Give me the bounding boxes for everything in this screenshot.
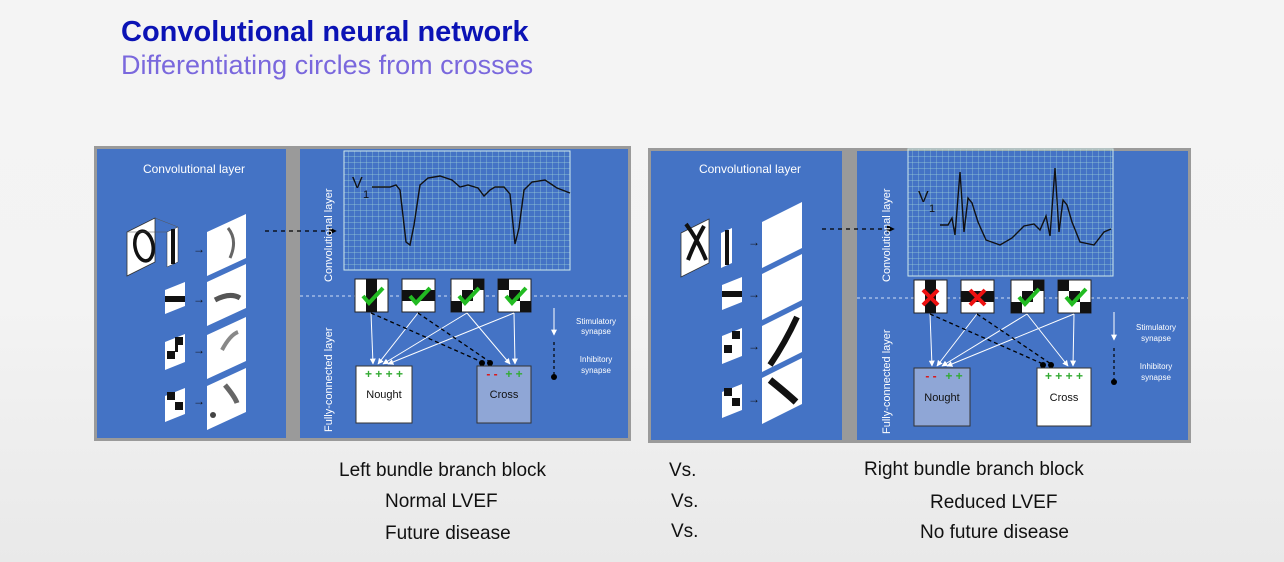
svg-text:+ + + +: + + + + (1045, 369, 1083, 383)
right-result-1 (913, 279, 948, 314)
left-output-nought (355, 365, 413, 424)
left-input-image (126, 217, 179, 277)
slide-subtitle: Differentiating circles from crosses (121, 50, 534, 80)
svg-text:Inhibitory: Inhibitory (580, 355, 612, 364)
left-conv-axis-label: Convolutional layer (323, 188, 335, 282)
svg-text:- -: - - (925, 369, 936, 383)
svg-text:+ +: + + (945, 369, 962, 383)
comparison-vs-2: Vs. (671, 491, 699, 512)
right-result-3 (1010, 279, 1045, 314)
svg-text:V: V (352, 175, 363, 192)
right-result-4 (1057, 279, 1092, 314)
svg-text:→: → (193, 242, 205, 256)
right-result-2 (960, 279, 995, 314)
left-filter-diag2 (165, 388, 185, 422)
comparison-left-3: Future disease (385, 523, 511, 544)
svg-text:Stimulatory: Stimulatory (576, 317, 616, 326)
right-conv-box (651, 151, 842, 440)
svg-text:Cross: Cross (1050, 392, 1079, 404)
svg-text:- -: - - (486, 367, 497, 381)
right-conv-label: Convolutional layer (699, 162, 801, 176)
left-conv-box (97, 149, 286, 438)
comparison-vs-3: Vs. (671, 521, 699, 542)
left-result-3 (450, 278, 485, 313)
svg-text:Inhibitory: Inhibitory (1140, 362, 1172, 371)
left-result-1 (354, 278, 389, 313)
svg-text:synapse: synapse (581, 327, 611, 336)
right-input-image (680, 218, 732, 278)
left-conv-label: Convolutional layer (143, 162, 245, 176)
comparison-left-1: Left bundle branch block (339, 460, 547, 481)
svg-text:+ + + +: + + + + (365, 367, 403, 381)
left-ecg-strip (343, 150, 571, 271)
right-feature-maps (762, 202, 802, 424)
comparison-left-2: Normal LVEF (385, 491, 498, 512)
svg-text:Cross: Cross (490, 389, 519, 401)
svg-text:→: → (748, 235, 760, 249)
svg-text:synapse: synapse (1141, 334, 1171, 343)
left-filter-horizontal (165, 282, 185, 314)
svg-text:→: → (748, 392, 760, 406)
left-ecg-trace (372, 175, 571, 247)
right-filter-horizontal (722, 277, 742, 310)
right-ecg-strip (907, 148, 1114, 277)
comparison-right-1: Right bundle branch block (864, 459, 1084, 480)
right-ecg-trace (940, 167, 1112, 246)
svg-text:V: V (918, 189, 929, 206)
right-output-nought (913, 367, 971, 427)
right-filter-diag2 (722, 384, 742, 418)
comparison-vs-1: Vs. (669, 460, 697, 481)
svg-text:→: → (748, 339, 760, 353)
comparison-right-2: Reduced LVEF (930, 492, 1058, 513)
svg-text:+ +: + + (505, 367, 522, 381)
svg-text:1: 1 (929, 203, 935, 215)
svg-text:Nought: Nought (366, 389, 401, 401)
svg-text:→: → (193, 292, 205, 306)
svg-text:synapse: synapse (581, 366, 611, 375)
right-filter-results (913, 279, 1092, 314)
svg-text:1: 1 (363, 189, 369, 201)
right-filter-diag1 (722, 328, 742, 364)
right-output-cross (1036, 367, 1092, 427)
comparison-right-3: No future disease (920, 522, 1069, 543)
left-feature-maps (207, 214, 246, 430)
left-filter-diag1 (165, 334, 185, 370)
slide-title: Convolutional neural network (121, 16, 529, 48)
svg-text:→: → (193, 343, 205, 357)
right-fc-axis-label: Fully-connected layer (881, 329, 893, 434)
right-conv-axis-label: Convolutional layer (881, 188, 893, 282)
left-fc-axis-label: Fully-connected layer (323, 327, 335, 432)
left-filter-results (354, 278, 532, 313)
left-output-cross (476, 365, 532, 424)
svg-text:synapse: synapse (1141, 373, 1171, 382)
svg-text:→: → (193, 394, 205, 408)
left-result-4 (497, 278, 532, 313)
left-result-2 (401, 278, 436, 313)
svg-text:Stimulatory: Stimulatory (1136, 323, 1176, 332)
svg-text:→: → (748, 287, 760, 301)
svg-text:Nought: Nought (924, 392, 959, 404)
